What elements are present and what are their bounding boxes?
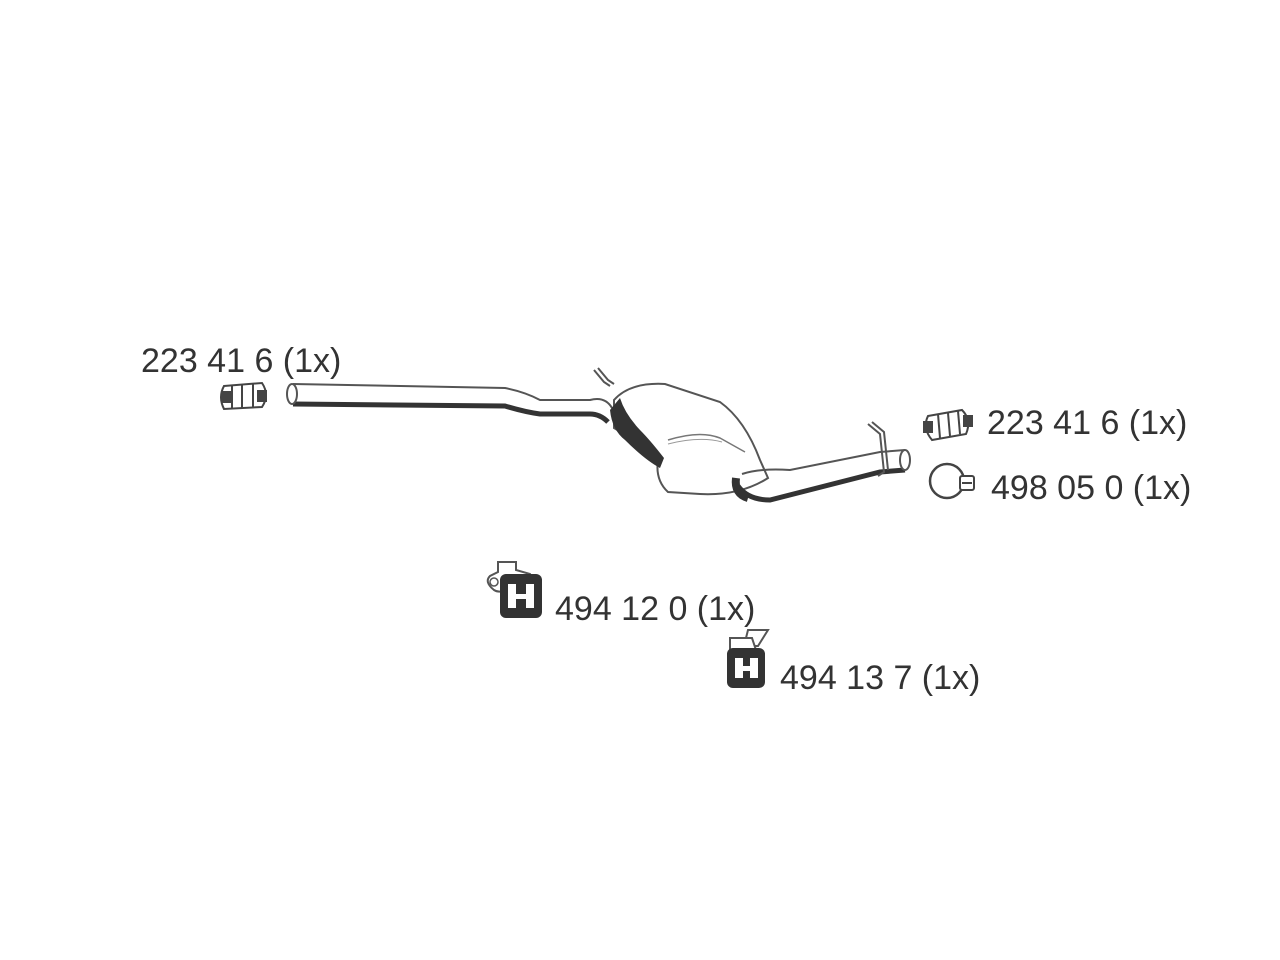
part-label-mount-small: 494 13 7 (1x) — [780, 659, 981, 697]
part-label-ring-clamp: 498 05 0 (1x) — [991, 469, 1192, 507]
pipe-clamp-icon — [923, 408, 973, 442]
part-label-rear-clamp: 223 41 6 (1x) — [987, 404, 1188, 442]
rubber-mount-icon — [486, 561, 542, 618]
ring-clamp-icon — [928, 462, 975, 500]
rubber-mount-icon — [727, 629, 770, 688]
pipe-clamp-icon — [220, 381, 267, 411]
hanger-rod-rear — [867, 421, 889, 477]
part-label-front-clamp: 223 41 6 (1x) — [141, 342, 342, 380]
part-label-mount-large: 494 12 0 (1x) — [555, 590, 756, 628]
tail-pipe — [731, 449, 911, 503]
hanger-rod-front — [593, 367, 615, 387]
muffler — [610, 382, 770, 496]
front-pipe — [286, 383, 613, 424]
